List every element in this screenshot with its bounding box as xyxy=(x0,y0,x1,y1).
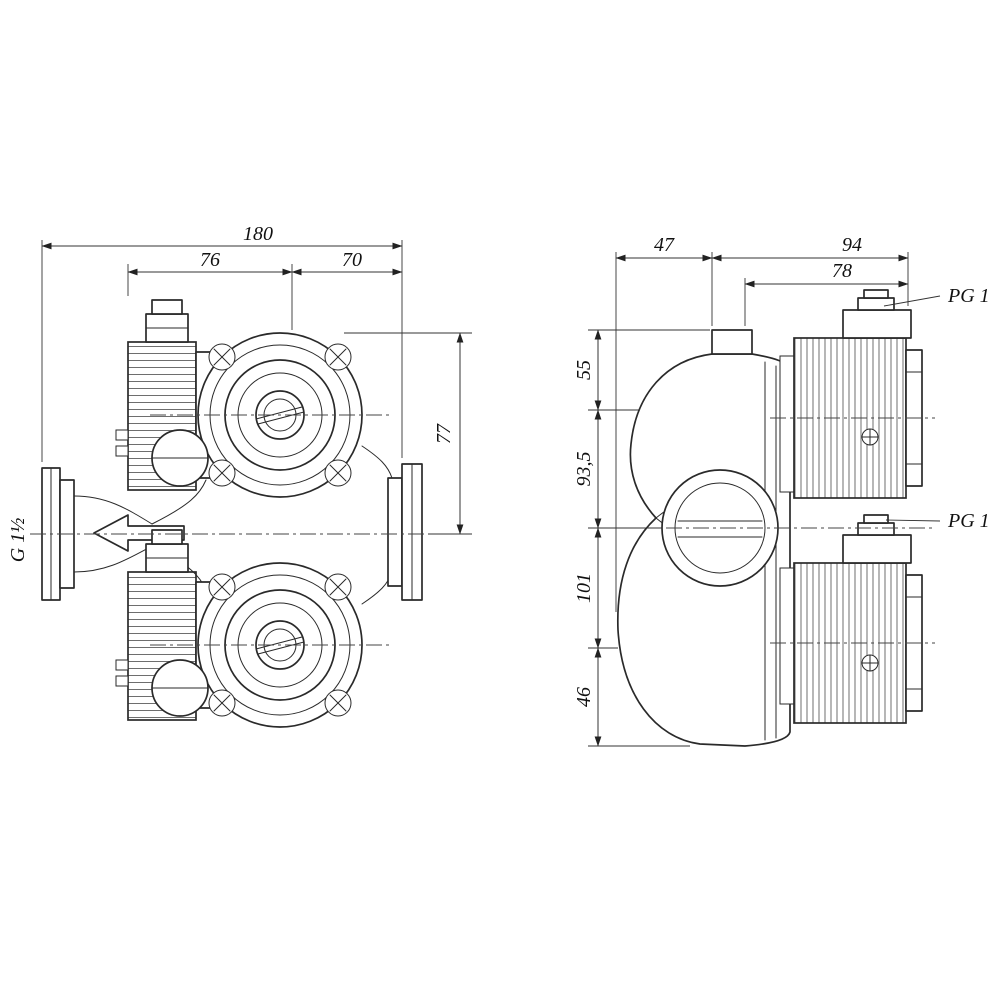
dim-label-right-width: 70 xyxy=(342,249,362,271)
dim-label-motor-depth: 94 xyxy=(842,234,862,256)
front-dimensions: 180 76 70 77 G 1½ xyxy=(7,223,472,562)
dim-label-top-height: 55 xyxy=(573,360,595,380)
gland-label-bottom: PG 1 xyxy=(947,510,990,532)
flow-arrow xyxy=(93,514,185,552)
dim-label-total-width: 180 xyxy=(243,223,273,245)
terminal-box xyxy=(842,309,912,339)
dim-label-upper-mid-height: 93,5 xyxy=(573,452,595,487)
dim-label-height: 77 xyxy=(433,423,455,444)
side-view: 47 94 78 PG 1 PG 1 55 93,5 101 46 xyxy=(573,234,990,747)
cable-gland xyxy=(857,297,895,311)
gland-leader-top xyxy=(883,295,941,307)
pump-unit-lower xyxy=(115,529,363,728)
dim-label-bottom-height: 46 xyxy=(573,687,595,707)
front-view: 180 76 70 77 G 1½ xyxy=(7,223,472,728)
dim-label-housing-depth: 47 xyxy=(654,234,675,256)
flange-bolt-holes xyxy=(208,343,352,487)
gland-label-top: PG 1 xyxy=(947,285,990,307)
gland-leader-bottom xyxy=(885,519,941,522)
side-motor-upper xyxy=(779,289,923,499)
cable-gland xyxy=(857,522,895,536)
dim-label-pipe-thread: G 1½ xyxy=(7,518,29,562)
discharge-flange xyxy=(361,445,423,605)
terminal-box xyxy=(842,534,912,564)
pump-unit-upper xyxy=(115,299,363,498)
dim-label-motor-inner-depth: 78 xyxy=(832,260,852,282)
side-dimensions: 47 94 78 PG 1 PG 1 55 93,5 101 46 xyxy=(573,234,990,747)
dim-label-left-width: 76 xyxy=(200,249,220,271)
side-motor-lower xyxy=(779,514,923,724)
flange-bolt-holes xyxy=(208,573,352,717)
dim-label-lower-mid-height: 101 xyxy=(573,573,595,603)
